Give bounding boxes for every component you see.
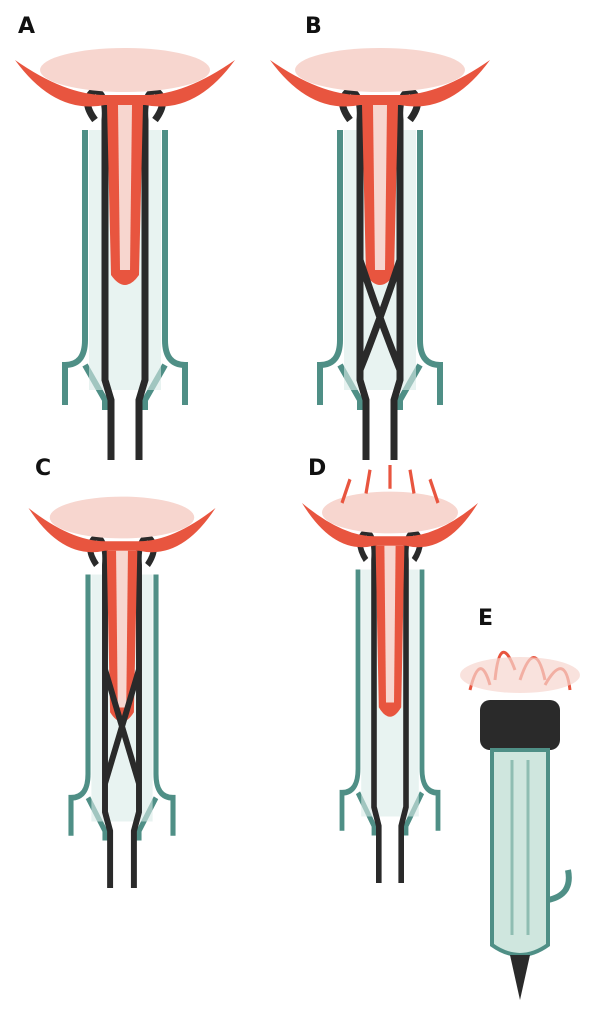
panel-c-figure <box>28 497 215 888</box>
panel-label-d: D <box>308 456 327 481</box>
panel-a-figure <box>15 48 235 460</box>
panel-b-figure <box>270 48 490 460</box>
panel-label-a: A <box>18 14 36 39</box>
panel-e-figure <box>460 650 580 1000</box>
panel-label-b: B <box>305 14 322 39</box>
panel-label-c: C <box>35 456 52 481</box>
panel-label-e: E <box>478 606 494 631</box>
panel-d-figure <box>302 465 478 883</box>
